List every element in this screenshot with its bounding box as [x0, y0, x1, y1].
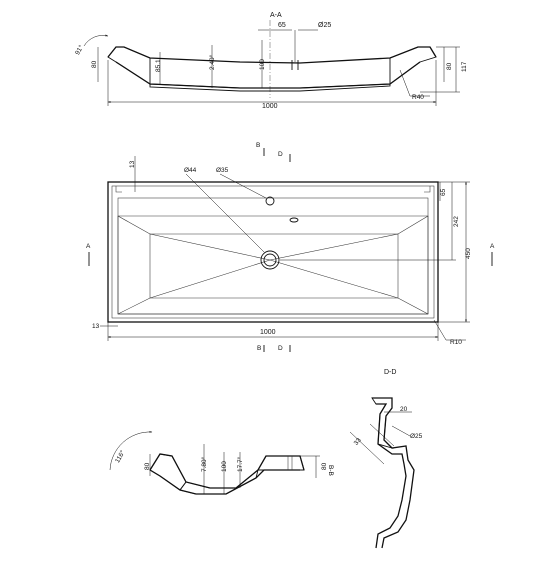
- dim-aa-r40: R40: [412, 94, 424, 101]
- section-d-d-outer-profile: [372, 397, 415, 549]
- dim-top-65: 65: [440, 188, 447, 196]
- section-b-b-left-hatch: [149, 453, 187, 491]
- section-mark-b-bottom: B: [257, 345, 261, 352]
- dim-bb-7-80deg: 7.80°: [200, 456, 208, 472]
- dim-top-d35: Ø35: [216, 167, 229, 174]
- section-d-d-hatch: [371, 397, 394, 449]
- overflow-hole: [289, 217, 299, 223]
- dim-top-450: 450: [465, 248, 472, 259]
- dim-aa-100: 100: [259, 59, 266, 70]
- dim-bb-80-right: 80: [321, 462, 328, 470]
- tap-hole: [265, 196, 275, 206]
- floor-hatch: [149, 83, 391, 92]
- section-a-a: A-A 65 Ø25 91° 80 85.1 2.40°: [73, 12, 468, 110]
- dim-dd-d25: Ø25: [410, 433, 423, 440]
- dim-aa-65: 65: [278, 22, 286, 29]
- top-view: B D B D A A: [86, 142, 495, 352]
- section-d-d: D-D 20 Ø25 33: [349, 369, 423, 549]
- section-b-b-floor-hatch: [179, 468, 259, 495]
- dim-dd-33: 33: [353, 437, 363, 447]
- dim-aa-2-40deg: 2.40°: [208, 54, 216, 70]
- drain-outer-circle: [260, 250, 280, 270]
- drain-inner-circle: [263, 253, 277, 267]
- dim-aa-80-right: 80: [446, 62, 453, 70]
- left-wall-hatch: [107, 46, 151, 85]
- section-mark-a-right: A: [490, 243, 495, 250]
- dim-bb-17-7deg: 17.7°: [236, 456, 244, 472]
- basin-rim: [117, 197, 429, 315]
- dim-bb-100: 100: [221, 461, 228, 472]
- dim-top-d44: Ø44: [184, 167, 197, 174]
- section-mark-a-left: A: [86, 243, 91, 250]
- dim-aa-1000: 1000: [262, 103, 278, 110]
- dim-top-242: 242: [453, 216, 460, 227]
- dim-top-13-top: 13: [129, 160, 136, 168]
- slope-line: [149, 233, 271, 261]
- dim-top-13-bottom: 13: [92, 323, 100, 330]
- dim-dd-20: 20: [400, 406, 408, 413]
- dim-aa-d25: Ø25: [318, 22, 331, 29]
- section-d-d-title: D-D: [384, 369, 396, 376]
- section-b-b-title: B-B: [327, 465, 334, 476]
- section-a-a-title: A-A: [270, 12, 282, 19]
- dim-top-r10: R10: [450, 339, 462, 346]
- dim-bb-80-left: 80: [144, 462, 151, 470]
- dim-aa-117: 117: [461, 61, 468, 72]
- dim-aa-91deg: 91°: [73, 43, 85, 56]
- dim-bb-116deg: 116°: [113, 449, 127, 465]
- right-wall-hatch: [389, 46, 437, 85]
- section-mark-d-bottom: D: [278, 345, 283, 352]
- section-b-b: B-B 116° 80 7.80° 100 17.7° 80: [109, 430, 334, 495]
- dim-aa-85-1: 85.1: [155, 59, 162, 72]
- section-mark-b-top: B: [256, 142, 260, 149]
- section-mark-d-top: D: [278, 151, 283, 158]
- dim-aa-80-left: 80: [91, 60, 98, 68]
- dim-top-1000: 1000: [260, 329, 276, 336]
- basin-outer-edge: [107, 181, 439, 323]
